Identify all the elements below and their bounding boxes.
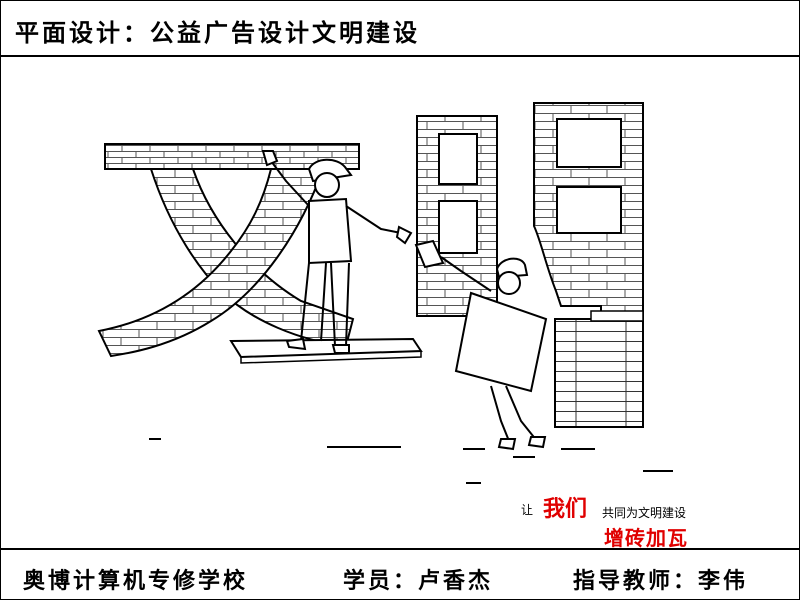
ground-lines [149,438,673,484]
wen-left-stroke [97,168,325,358]
wen-top-beam [104,143,360,170]
school-name: 奥博计算机专修学校 [23,568,249,594]
scaffold-plank [229,337,423,359]
title-bar: 平面设计：公益广告设计文明建设 [1,1,799,57]
slogan-part-4: 增砖加瓦 [604,526,688,550]
wen-character-brick [97,143,360,358]
page-title: 平面设计：公益广告设计文明建设 [15,18,420,47]
slogan-part-3: 共同为文明建设 [602,506,687,520]
worker-carrying [414,239,548,451]
worker-standing [261,150,413,354]
student-credit: 学员：卢香杰 [343,568,494,594]
brick-stack [554,310,644,428]
slogan-part-1: 让 [521,503,534,517]
ming-moon-part [533,102,644,320]
ming-sun-part [416,115,498,317]
slogan-part-2: 我们 [543,496,588,522]
teacher-credit: 指导教师：李伟 [573,568,749,594]
footer-bar: 奥博计算机专修学校 学员：卢香杰 指导教师：李伟 [1,548,799,599]
poster-illustration [97,102,673,484]
wen-right-stroke [149,168,355,348]
